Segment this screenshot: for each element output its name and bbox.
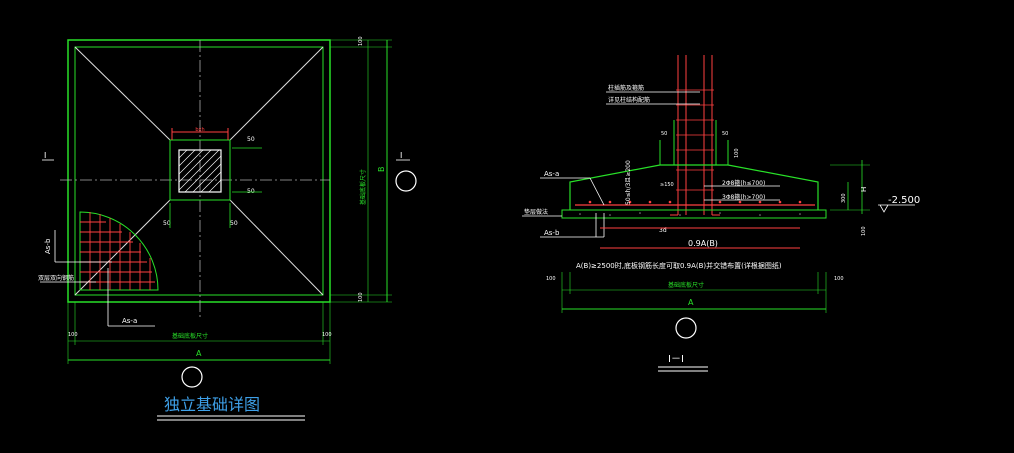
dim-50-a: 50 (661, 131, 667, 137)
section-mark-left: I (44, 151, 46, 160)
dim-50-b: 50 (247, 188, 255, 195)
section-circle (395, 170, 417, 192)
dim-100-top: 100 (358, 36, 364, 46)
cushion-hatch (579, 212, 801, 216)
vert-text: 50≤h/3且≥200 (625, 160, 632, 205)
dim-300: 300 (841, 193, 847, 203)
dim-50-c: 50 (163, 220, 171, 227)
dim-width-text-section: 基础底板尺寸 (668, 281, 704, 289)
label-cushion: 垫层做法 (524, 208, 548, 216)
stirrup-note-1: 2Φ8箍(h≤700) (722, 179, 765, 187)
note-long: A(B)≥2500时,底板钢筋长度可取0.9A(B)并交错布置(详根据图纸) (576, 261, 782, 270)
label-B: B (377, 167, 386, 173)
column-hatch (178, 149, 222, 193)
footing-outer-outline (67, 39, 331, 303)
label-as-a-section: As-a (544, 170, 559, 178)
cushion-layer (561, 209, 827, 219)
section-mark-right: I (400, 151, 402, 160)
dim-100-left-section: 100 (546, 276, 556, 282)
slope-line-tl (74, 46, 171, 141)
axis-circle (181, 366, 203, 388)
note-col-rebar: 柱插筋及箍筋 (608, 84, 644, 92)
dim-100-right-section: 100 (834, 276, 844, 282)
elevation: -2.500 (888, 195, 920, 206)
dim-width-text: 基础底板尺寸 (172, 332, 208, 340)
plan-view: bxh 50 50 50 50 As-b 双层 (38, 36, 417, 421)
label-as-b: As-b (44, 238, 52, 254)
dim-50-a: 50 (247, 136, 255, 143)
dim-100-left: 100 (68, 332, 78, 338)
footing-inner-outline (74, 46, 324, 296)
dim-3d: 3d (659, 227, 667, 234)
dim-150: ≥150 (660, 182, 674, 188)
column-stirrups (676, 89, 714, 191)
slope-line-br (229, 199, 324, 296)
section-title: I－I (668, 354, 684, 365)
dim-100-right: 100 (322, 332, 332, 338)
dim-H: H (860, 187, 868, 192)
label-A: A (196, 349, 202, 358)
plan-title: 独立基础详图 (164, 395, 260, 414)
col-dim-text: bxh (195, 127, 204, 133)
label-as-a: As-a (122, 317, 137, 325)
axis-circle-section (675, 317, 697, 339)
footing-section-outline (569, 164, 819, 210)
pedestal-outline (169, 139, 231, 201)
label-as-b-section: As-b (544, 229, 560, 237)
dim-50-d: 50 (230, 220, 238, 227)
slope-line-tr (229, 46, 324, 141)
label-A-section: A (688, 298, 694, 307)
note-col-stirrup: 详见柱结构配筋 (608, 96, 650, 104)
dim-100-side: 100 (861, 226, 867, 236)
dim-100-bottom: 100 (358, 292, 364, 302)
slope-line-bl (74, 199, 171, 296)
column-outline (178, 149, 222, 193)
elevation-triangle-icon (879, 204, 889, 213)
stirrup-note-2: 3Φ8箍(h>700) (722, 193, 765, 201)
dim-50-b: 50 (722, 131, 728, 137)
dim-09AB: 0.9A(B) (688, 239, 718, 248)
rebar-dots (588, 200, 802, 204)
section-view: 2Φ8箍(h≤700) 3Φ8箍(h>700) 柱插筋及箍筋 详见柱结构配筋 5… (522, 55, 920, 372)
label-mesh: 双层双向钢筋 (38, 274, 74, 282)
dim-height-text: 基础底板尺寸 (359, 169, 367, 205)
dim-100: 100 (734, 148, 740, 158)
